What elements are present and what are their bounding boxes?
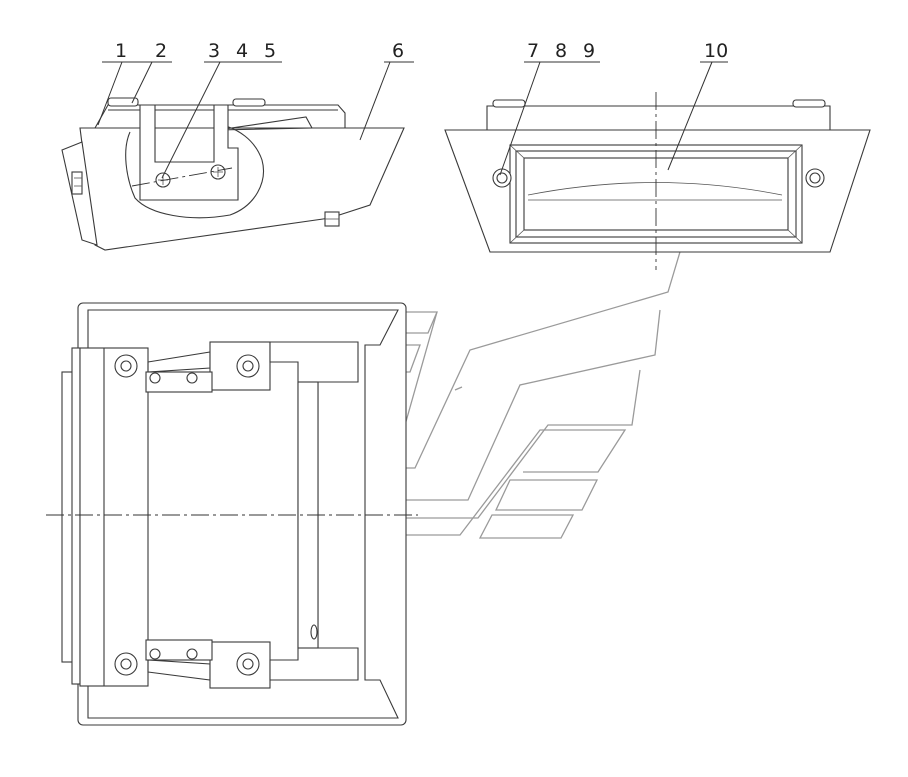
part-label-3: 3 (208, 40, 220, 62)
leader-lines (97, 61, 728, 179)
part-label-4: 4 (236, 40, 248, 62)
part-label-7: 7 (527, 40, 539, 62)
part-label-2: 2 (155, 40, 167, 62)
part-label-9: 9 (583, 40, 595, 62)
part-label-10: 10 (704, 40, 728, 62)
front-view (444, 92, 871, 270)
side-view (61, 97, 405, 251)
part-label-6: 6 (392, 40, 404, 62)
plan-view (46, 302, 418, 726)
part-label-1: 1 (115, 40, 127, 62)
part-labels: 1 2 3 4 5 6 7 8 9 10 (115, 40, 728, 62)
part-label-5: 5 (264, 40, 276, 62)
part-label-8: 8 (555, 40, 567, 62)
